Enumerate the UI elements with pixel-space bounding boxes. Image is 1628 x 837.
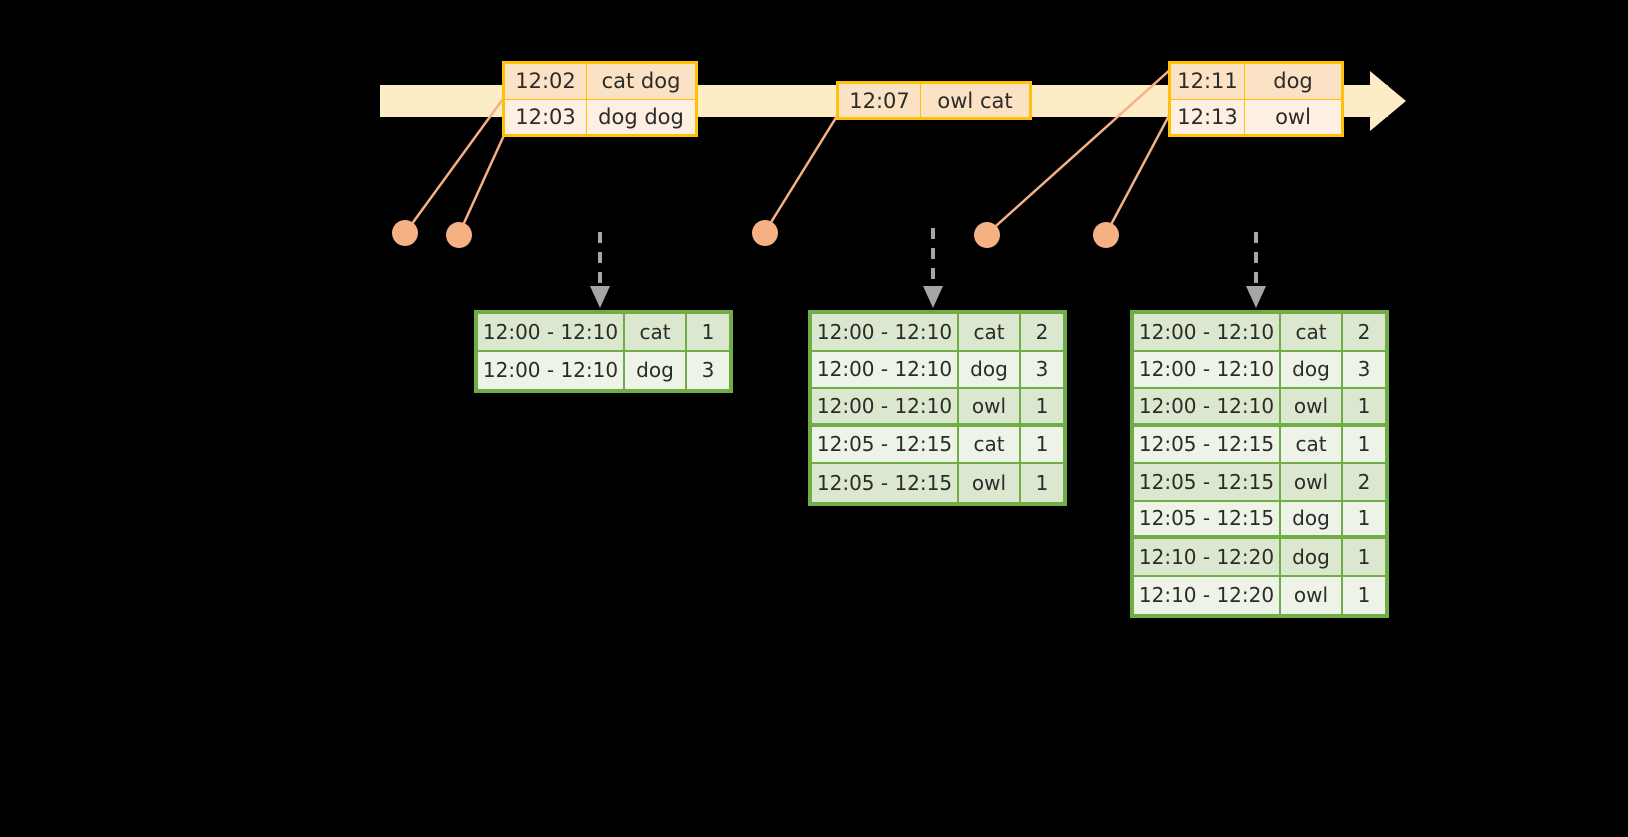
count-cell: 1: [1021, 426, 1063, 462]
window-cell: 12:00 - 12:10: [1134, 314, 1281, 350]
marker-dot-4: [974, 222, 1000, 248]
window-cell: 12:05 - 12:15: [812, 464, 959, 502]
count-cell: 1: [1343, 539, 1385, 575]
window-cell: 12:10 - 12:20: [1134, 576, 1281, 614]
key-cell: dog: [625, 351, 687, 389]
timeline-arrowhead: [1370, 71, 1406, 131]
event-row: 12:07 owl cat: [839, 84, 1029, 117]
event-row: 12:11 dog: [1171, 64, 1341, 100]
key-cell: owl: [959, 389, 1021, 423]
window-cell: 12:00 - 12:10: [812, 389, 959, 423]
key-cell: dog: [959, 351, 1021, 387]
event-value: owl: [1245, 99, 1341, 134]
event-row: 12:13 owl: [1171, 99, 1341, 134]
key-cell: owl: [1281, 576, 1343, 614]
down-arrow-2: [923, 228, 943, 308]
window-cell: 12:10 - 12:20: [1134, 539, 1281, 575]
window-cell: 12:05 - 12:15: [812, 426, 959, 462]
event-row: 12:02 cat dog: [505, 64, 695, 100]
count-cell: 1: [1343, 389, 1385, 423]
event-time: 12:07: [839, 84, 921, 117]
window-cell: 12:05 - 12:15: [1134, 426, 1281, 462]
key-cell: cat: [959, 314, 1021, 350]
key-cell: cat: [959, 426, 1021, 462]
event-value: dog dog: [587, 99, 695, 134]
marker-dot-2: [446, 222, 472, 248]
count-cell: 3: [1343, 351, 1385, 387]
event-time: 12:03: [505, 99, 587, 134]
count-cell: 2: [1343, 314, 1385, 350]
window-cell: 12:00 - 12:10: [812, 351, 959, 387]
count-cell: 1: [1343, 426, 1385, 462]
event-row: 12:03 dog dog: [505, 99, 695, 134]
count-cell: 3: [1021, 351, 1063, 387]
count-cell: 1: [1021, 464, 1063, 502]
count-cell: 1: [687, 314, 729, 350]
event-group-1: 12:02 cat dog 12:03 dog dog: [502, 61, 698, 137]
window-cell: 12:00 - 12:10: [812, 314, 959, 350]
key-cell: dog: [1281, 501, 1343, 535]
key-cell: dog: [1281, 539, 1343, 575]
count-cell: 3: [687, 351, 729, 389]
key-cell: owl: [1281, 389, 1343, 423]
window-cell: 12:00 - 12:10: [1134, 351, 1281, 387]
count-cell: 1: [1343, 501, 1385, 535]
window-cell: 12:05 - 12:15: [1134, 501, 1281, 535]
key-cell: owl: [1281, 464, 1343, 500]
event-value: cat dog: [587, 64, 695, 99]
event-group-3: 12:11 dog 12:13 owl: [1168, 61, 1344, 137]
window-cell: 12:00 - 12:10: [478, 351, 625, 389]
count-cell: 2: [1343, 464, 1385, 500]
key-cell: dog: [1281, 351, 1343, 387]
event-time: 12:02: [505, 64, 587, 99]
event-time: 12:13: [1171, 99, 1245, 134]
key-cell: cat: [625, 314, 687, 350]
down-arrow-1: [590, 232, 610, 308]
key-cell: owl: [959, 464, 1021, 502]
key-cell: cat: [1281, 426, 1343, 462]
down-arrow-3: [1246, 232, 1266, 308]
event-time: 12:11: [1171, 64, 1245, 99]
marker-dot-5: [1093, 222, 1119, 248]
count-cell: 1: [1343, 576, 1385, 614]
count-cell: 2: [1021, 314, 1063, 350]
window-cell: 12:05 - 12:15: [1134, 464, 1281, 500]
event-group-2: 12:07 owl cat: [836, 81, 1032, 120]
window-cell: 12:00 - 12:10: [1134, 389, 1281, 423]
marker-dot-1: [392, 220, 418, 246]
event-value: owl cat: [921, 84, 1029, 117]
event-value: dog: [1245, 64, 1341, 99]
count-cell: 1: [1021, 389, 1063, 423]
window-cell: 12:00 - 12:10: [478, 314, 625, 350]
key-cell: cat: [1281, 314, 1343, 350]
marker-dot-3: [752, 220, 778, 246]
